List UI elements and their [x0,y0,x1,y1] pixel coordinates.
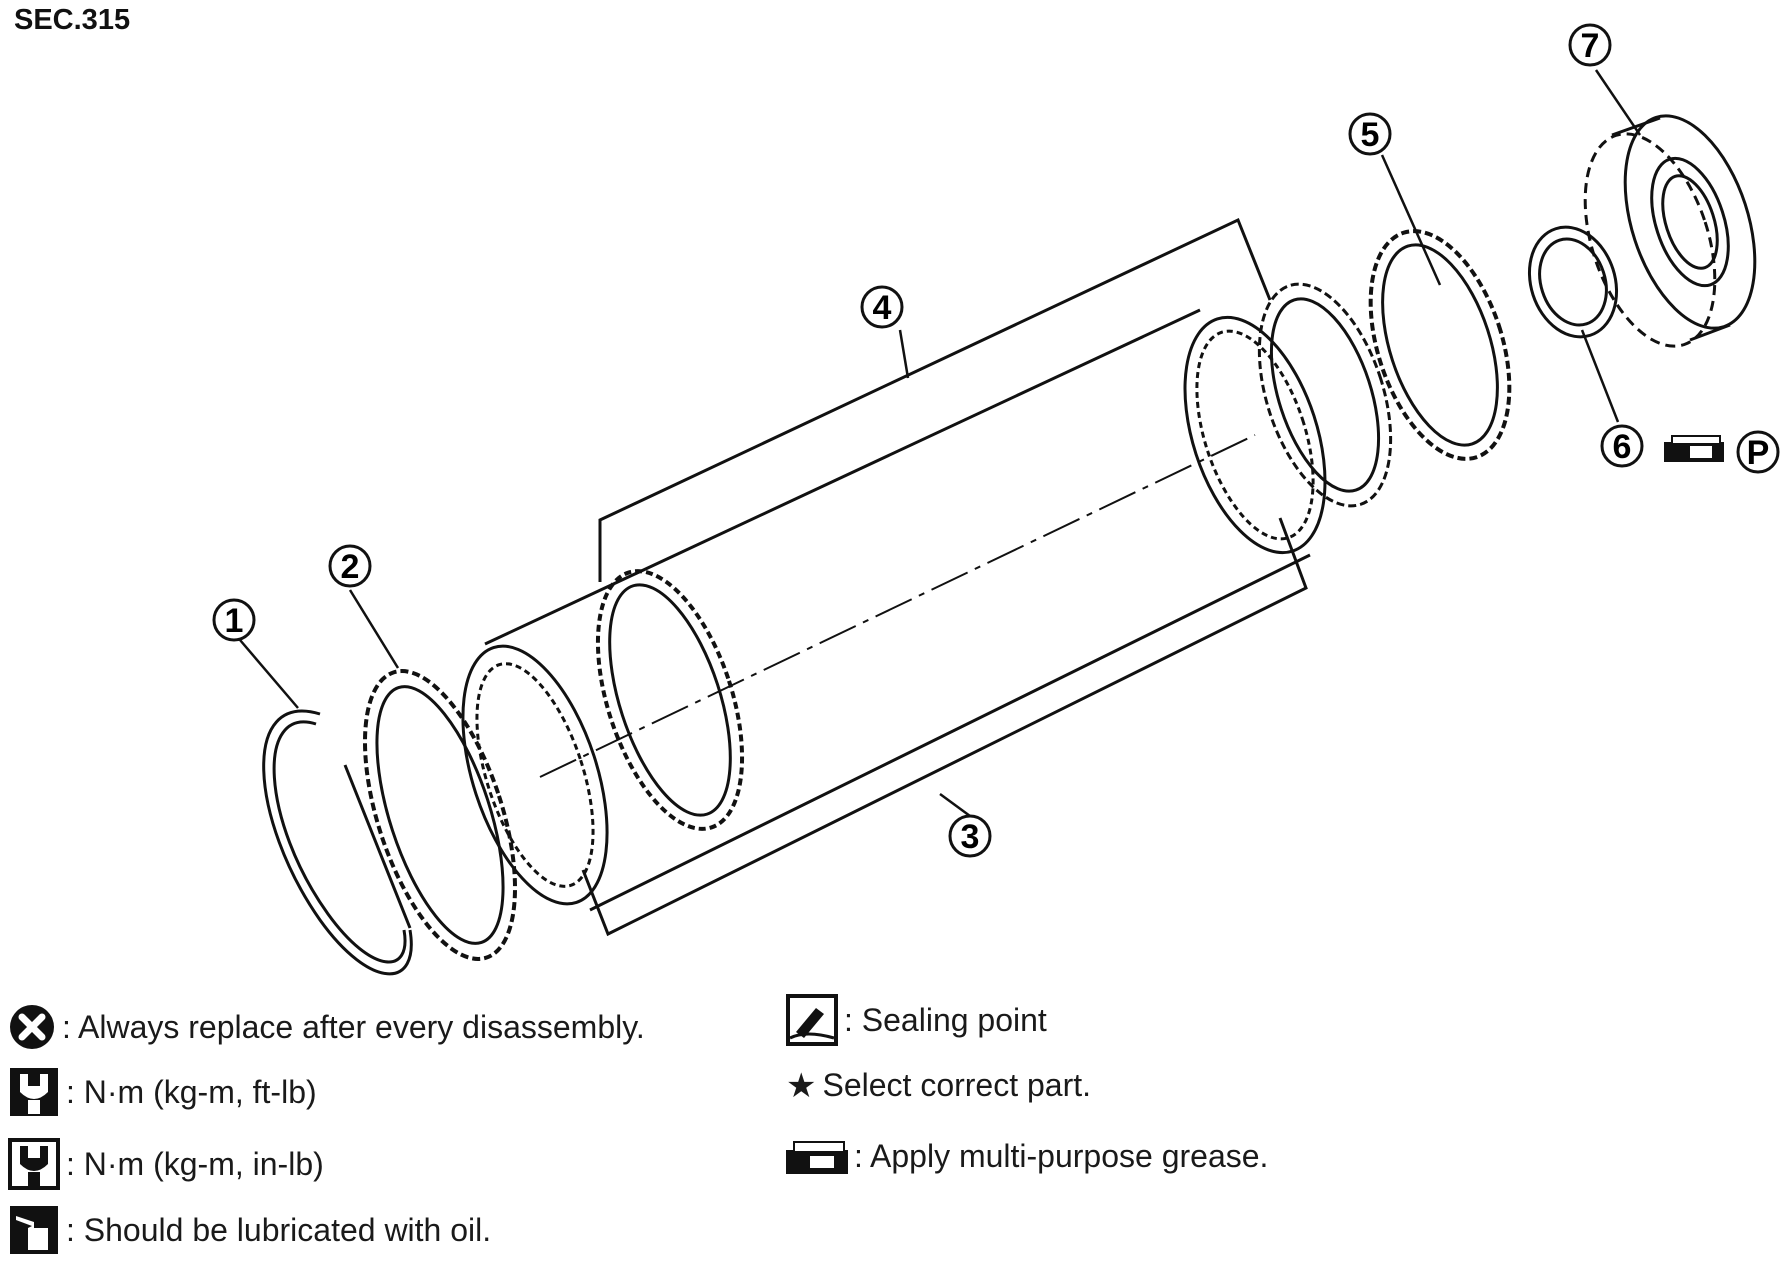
snap-ring-part [262,709,413,976]
callout-5: 5 [1348,112,1392,156]
legend-item-sealing: : Sealing point [786,994,1047,1046]
clutch-hub-part [1583,114,1757,348]
legend-item-grease: : Apply multi-purpose grease. [786,1138,1268,1175]
callout-1: 1 [212,598,256,642]
svg-text:7: 7 [1581,27,1600,65]
section-label: SEC.315 [14,4,131,36]
part6-symbol-badge: P [1736,430,1780,474]
oil-can-icon [10,1206,58,1254]
thrust-washer-part [1527,225,1619,339]
driven-plate-mid [595,569,745,831]
grease-icon [786,1140,848,1174]
callout-7: 7 [1568,23,1612,67]
clutch-pack-cylinder [461,308,1311,912]
part6-grease-icon [1664,435,1724,462]
legend-text-torque-inlb: : N·m (kg-m, in-lb) [66,1145,324,1182]
svg-text:P: P [1747,434,1770,472]
retaining-plate-part [1368,229,1512,461]
legend-text-torque-ftlb: : N·m (kg-m, ft-lb) [66,1073,317,1110]
legend-text-sealing: : Sealing point [844,1001,1047,1038]
callout-6: 6 [1600,424,1644,468]
callout-2: 2 [328,544,372,588]
svg-text:5: 5 [1361,116,1380,154]
torque-wrench-icon [10,1068,58,1116]
callout-4: 4 [860,285,904,329]
svg-text:6: 6 [1613,428,1632,466]
legend-text-select: Select correct part. [822,1067,1092,1103]
legend-item-replace: : Always replace after every disassembly… [8,1003,645,1051]
legend-text-oil: : Should be lubricated with oil. [66,1211,492,1248]
legend-item-torque-inlb: : N·m (kg-m, in-lb) [8,1138,324,1190]
torque-wrench-inlb-icon [8,1138,60,1190]
star-icon: ★ [786,1066,817,1105]
end-plates [1183,282,1393,555]
legend-item-oil: : Should be lubricated with oil. [8,1204,491,1256]
exploded-view-diagram: 1 2 3 4 5 6 7 P [212,23,1780,976]
leader-lines [239,69,1642,818]
sealing-point-icon [786,994,838,1046]
svg-text:1: 1 [225,602,244,640]
svg-text:3: 3 [961,818,980,856]
legend-item-torque-ftlb: : N·m (kg-m, ft-lb) [8,1066,317,1118]
legend-text-replace: : Always replace after every disassembly… [62,1008,645,1045]
svg-text:4: 4 [873,289,892,327]
legend-text-grease: : Apply multi-purpose grease. [854,1138,1269,1174]
callout-3: 3 [948,814,992,858]
legend-item-select: ★ Select correct part. [786,1067,1091,1104]
replace-x-icon [10,1005,54,1049]
group-brackets [581,217,1308,937]
svg-text:2: 2 [341,548,360,586]
drive-plate-part [362,669,518,961]
